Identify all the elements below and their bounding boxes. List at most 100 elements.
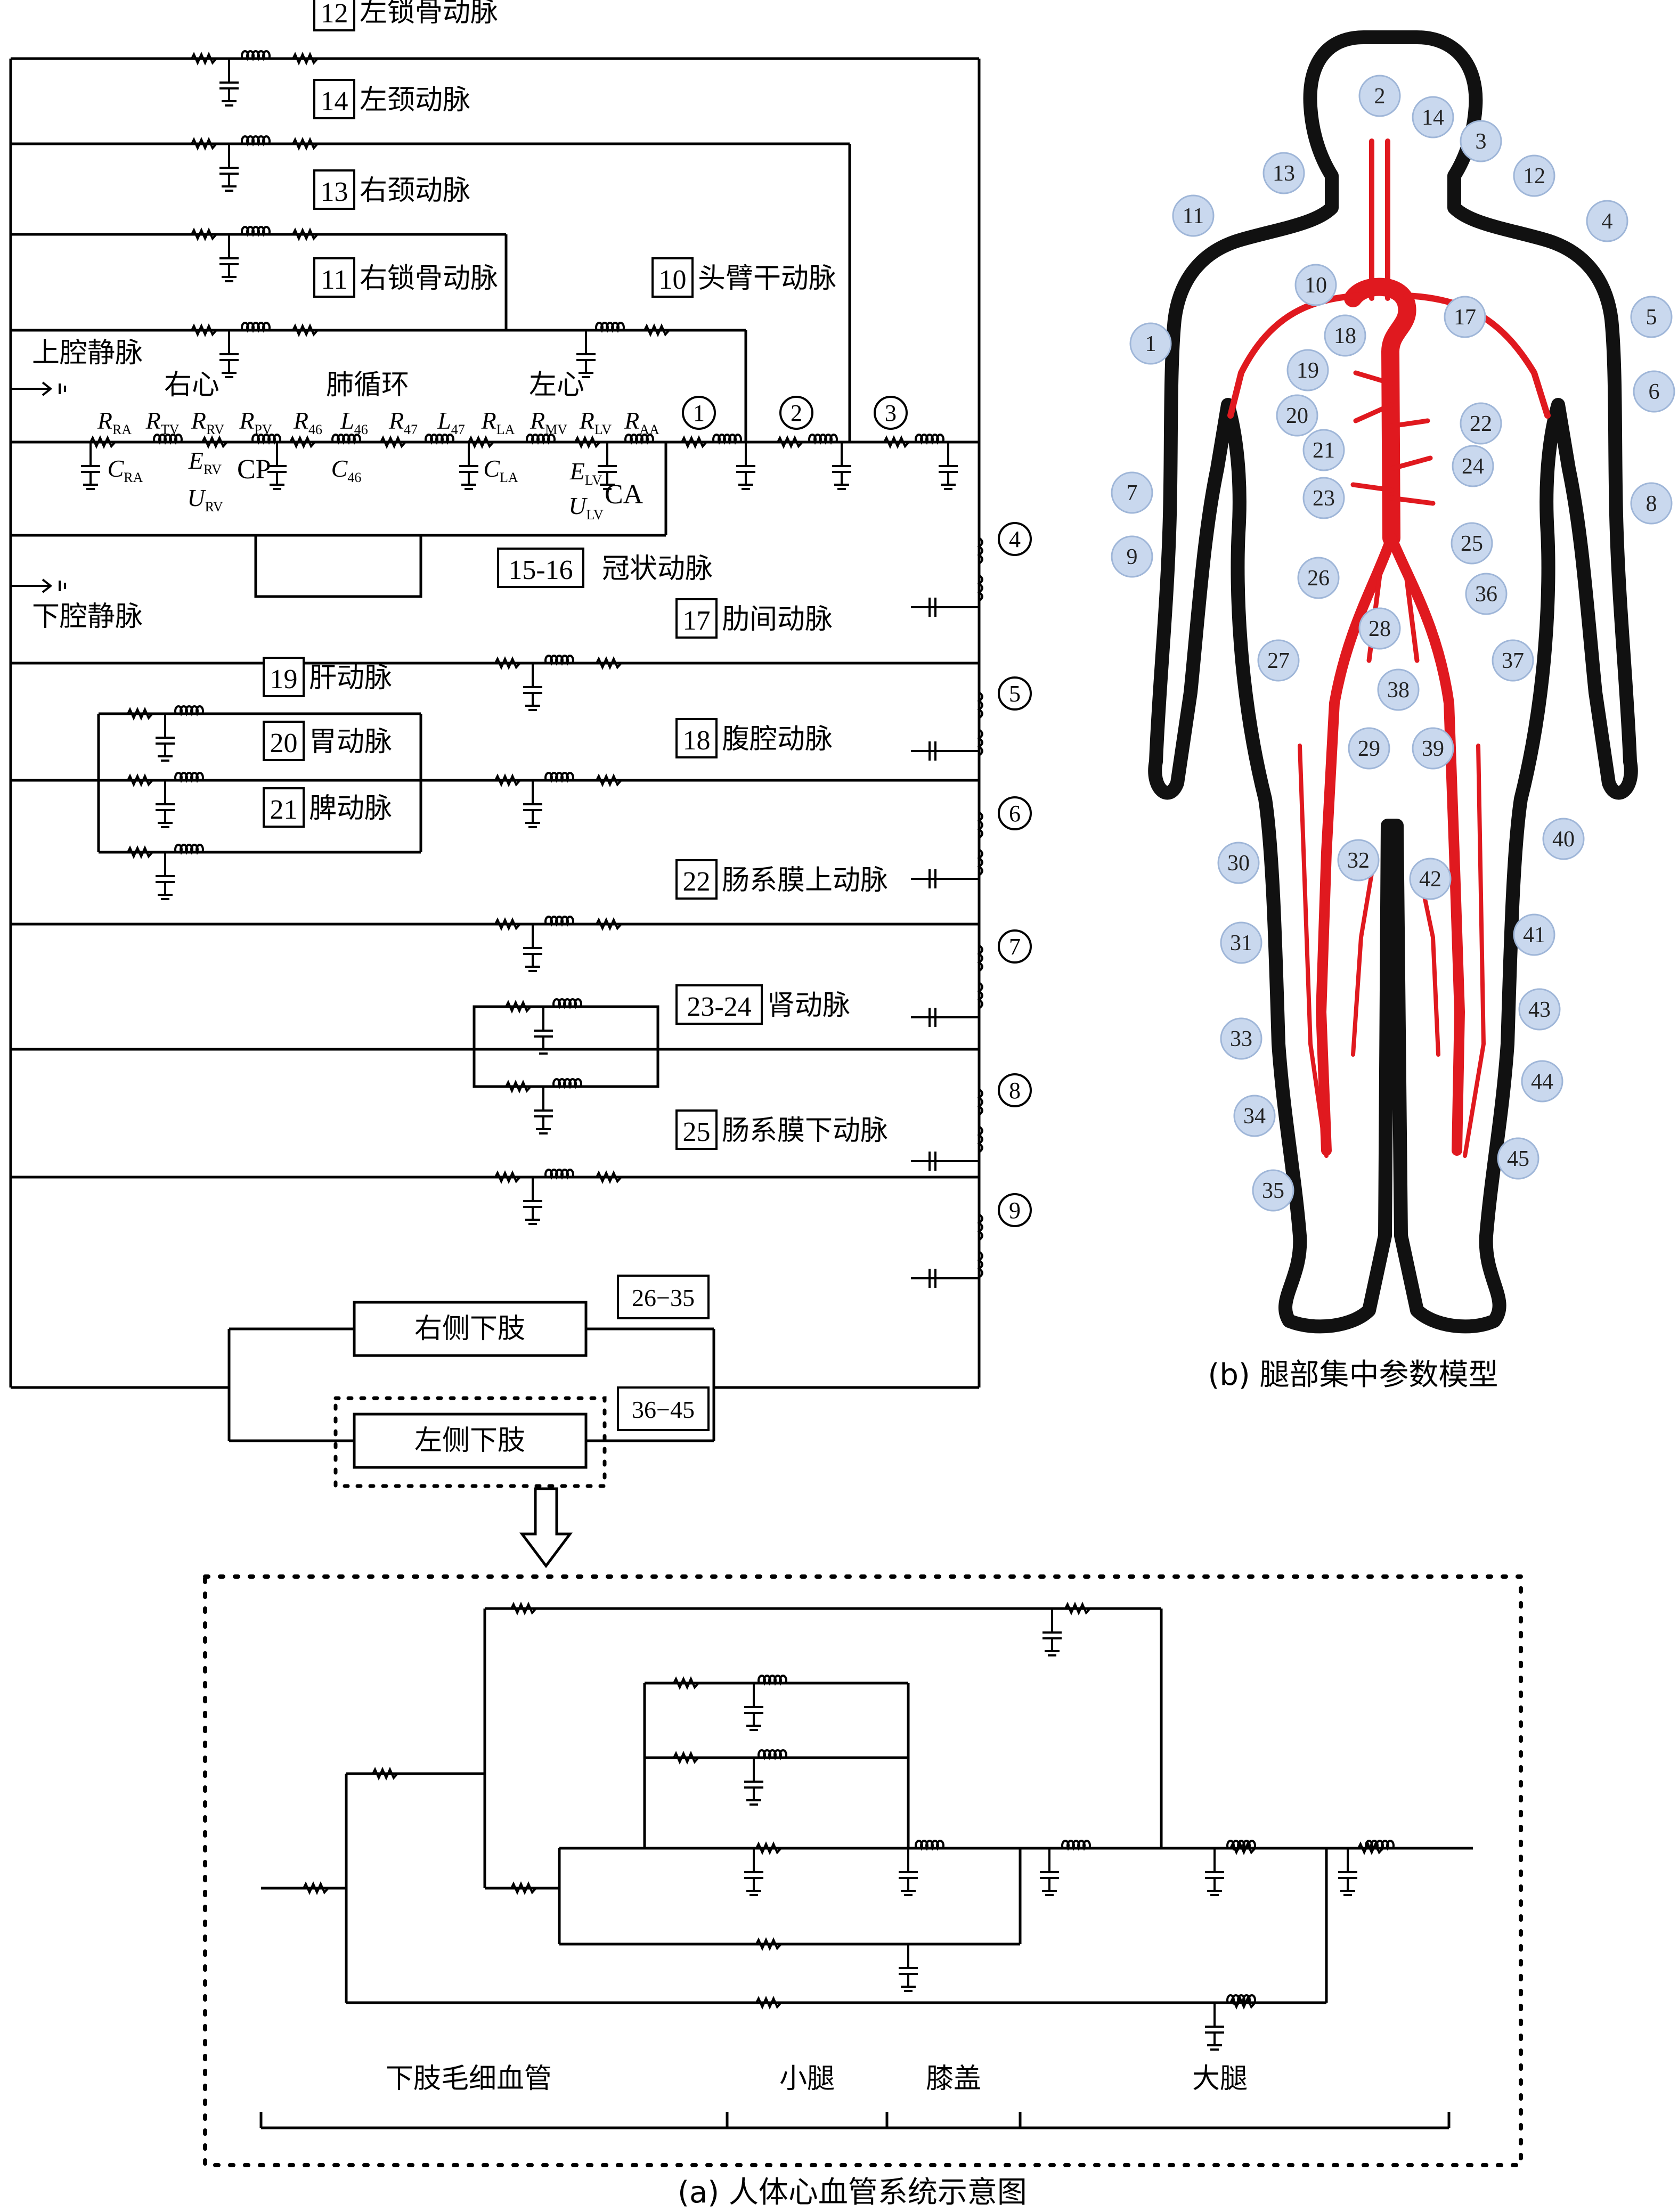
vessel-number-bubble: 42 <box>1409 858 1452 900</box>
svg-text:35: 35 <box>1262 1179 1284 1203</box>
component-symbol: RTV <box>145 407 180 437</box>
capacitor <box>523 663 542 711</box>
branch-number: 12 <box>321 0 348 29</box>
vessel-number-bubble: 40 <box>1542 818 1585 860</box>
vertical-coil <box>977 1088 983 1153</box>
vessel-number-bubble: 1 <box>1129 322 1172 365</box>
capacitor <box>219 330 239 378</box>
branch-name: 肾动脉 <box>767 990 850 1022</box>
inductor <box>808 434 838 445</box>
branch-number: 23-24 <box>687 992 751 1022</box>
heart-inductor <box>153 434 183 445</box>
vessel-number-bubble: 17 <box>1444 296 1486 338</box>
node-marker: 9 <box>998 1193 1032 1227</box>
resistor <box>596 656 622 670</box>
resistor <box>1064 1602 1091 1615</box>
branch-number: 14 <box>321 86 348 117</box>
left-heart-label: 左心 <box>529 369 584 401</box>
svg-text:31: 31 <box>1230 931 1252 956</box>
heart-inductor <box>526 434 556 445</box>
vessel-number-bubble: 9 <box>1111 535 1153 578</box>
capacitor <box>576 330 596 378</box>
svg-text:24: 24 <box>1462 454 1484 479</box>
vessel-number-bubble: 43 <box>1518 988 1561 1031</box>
caption-b: (b) 腿部集中参数模型 <box>1208 1358 1498 1392</box>
resistor <box>883 435 910 449</box>
component-symbol: R46 <box>293 407 322 437</box>
leg-segment-labels: 下肢毛细血管小腿膝盖大腿 <box>386 2063 1248 2095</box>
inductor <box>174 844 204 855</box>
resistor <box>755 1996 782 2010</box>
inductor <box>712 434 742 445</box>
capacitor <box>459 442 478 490</box>
svg-text:27: 27 <box>1267 649 1290 673</box>
vessel-number-bubble: 11 <box>1172 194 1215 237</box>
svg-text:2: 2 <box>1374 84 1386 109</box>
vertical-coil <box>977 944 983 1009</box>
resistor <box>191 323 217 337</box>
resistor <box>505 1080 532 1093</box>
resistor <box>755 1841 782 1855</box>
component-symbol: RAA <box>624 407 659 437</box>
branch-name: 右颈动脉 <box>360 175 470 207</box>
component-symbol: L46 <box>340 407 368 437</box>
leg-detail-frame <box>203 1574 1523 2167</box>
vessel-number-bubble: 26 <box>1297 557 1340 599</box>
svg-text:21: 21 <box>1313 438 1335 463</box>
svg-text:10: 10 <box>1305 273 1327 298</box>
right-range-box <box>617 1275 710 1319</box>
branch-number-box <box>263 721 305 761</box>
resistor <box>494 656 521 670</box>
branch-number: 19 <box>270 664 298 695</box>
capacitor <box>156 780 175 828</box>
resistor <box>372 1767 398 1781</box>
svg-text:30: 30 <box>1227 851 1250 876</box>
resistor <box>673 1676 699 1690</box>
branch-name: 头臂干动脉 <box>698 263 836 295</box>
resistor <box>510 1881 537 1895</box>
left-range-label: 36−45 <box>632 1396 695 1423</box>
arteries <box>1227 138 1551 1158</box>
component-symbol: RLA <box>481 407 515 437</box>
resistor <box>292 227 319 241</box>
svg-text:37: 37 <box>1502 649 1524 673</box>
branch-number: 13 <box>321 177 348 207</box>
inductor <box>595 322 625 333</box>
svg-text:12: 12 <box>1523 164 1545 189</box>
resistor <box>681 435 707 449</box>
vessel-number-bubble: 22 <box>1460 402 1502 445</box>
resistor <box>494 917 521 931</box>
vessel-number-bubble: 35 <box>1252 1169 1294 1212</box>
resistor <box>494 773 521 787</box>
svg-text:40: 40 <box>1552 827 1575 852</box>
down-arrow-icon <box>519 1487 573 1569</box>
heart-resistor <box>289 435 316 449</box>
svg-text:26: 26 <box>1307 566 1330 591</box>
component-symbol: CRA <box>108 455 143 485</box>
branch-number-box <box>651 257 694 298</box>
capacitor <box>899 1848 918 1896</box>
capacitor <box>899 1944 918 1992</box>
vessel-number-bubble: 3 <box>1460 120 1502 162</box>
branch-number: 21 <box>270 795 298 825</box>
capacitor <box>156 852 175 900</box>
svg-text:23: 23 <box>1313 486 1335 511</box>
heart-inductor <box>331 434 361 445</box>
svg-text:9: 9 <box>1127 545 1138 569</box>
branch-number-box <box>263 787 305 828</box>
inductor <box>1226 1994 1256 2005</box>
branch-number-box <box>263 657 305 697</box>
capacitor <box>219 234 239 282</box>
svg-text:6: 6 <box>1649 380 1660 404</box>
component-symbol: ULV <box>568 492 604 523</box>
svg-text:33: 33 <box>1230 1027 1252 1051</box>
right-range-label: 26−35 <box>632 1284 695 1311</box>
resistor <box>596 917 622 931</box>
